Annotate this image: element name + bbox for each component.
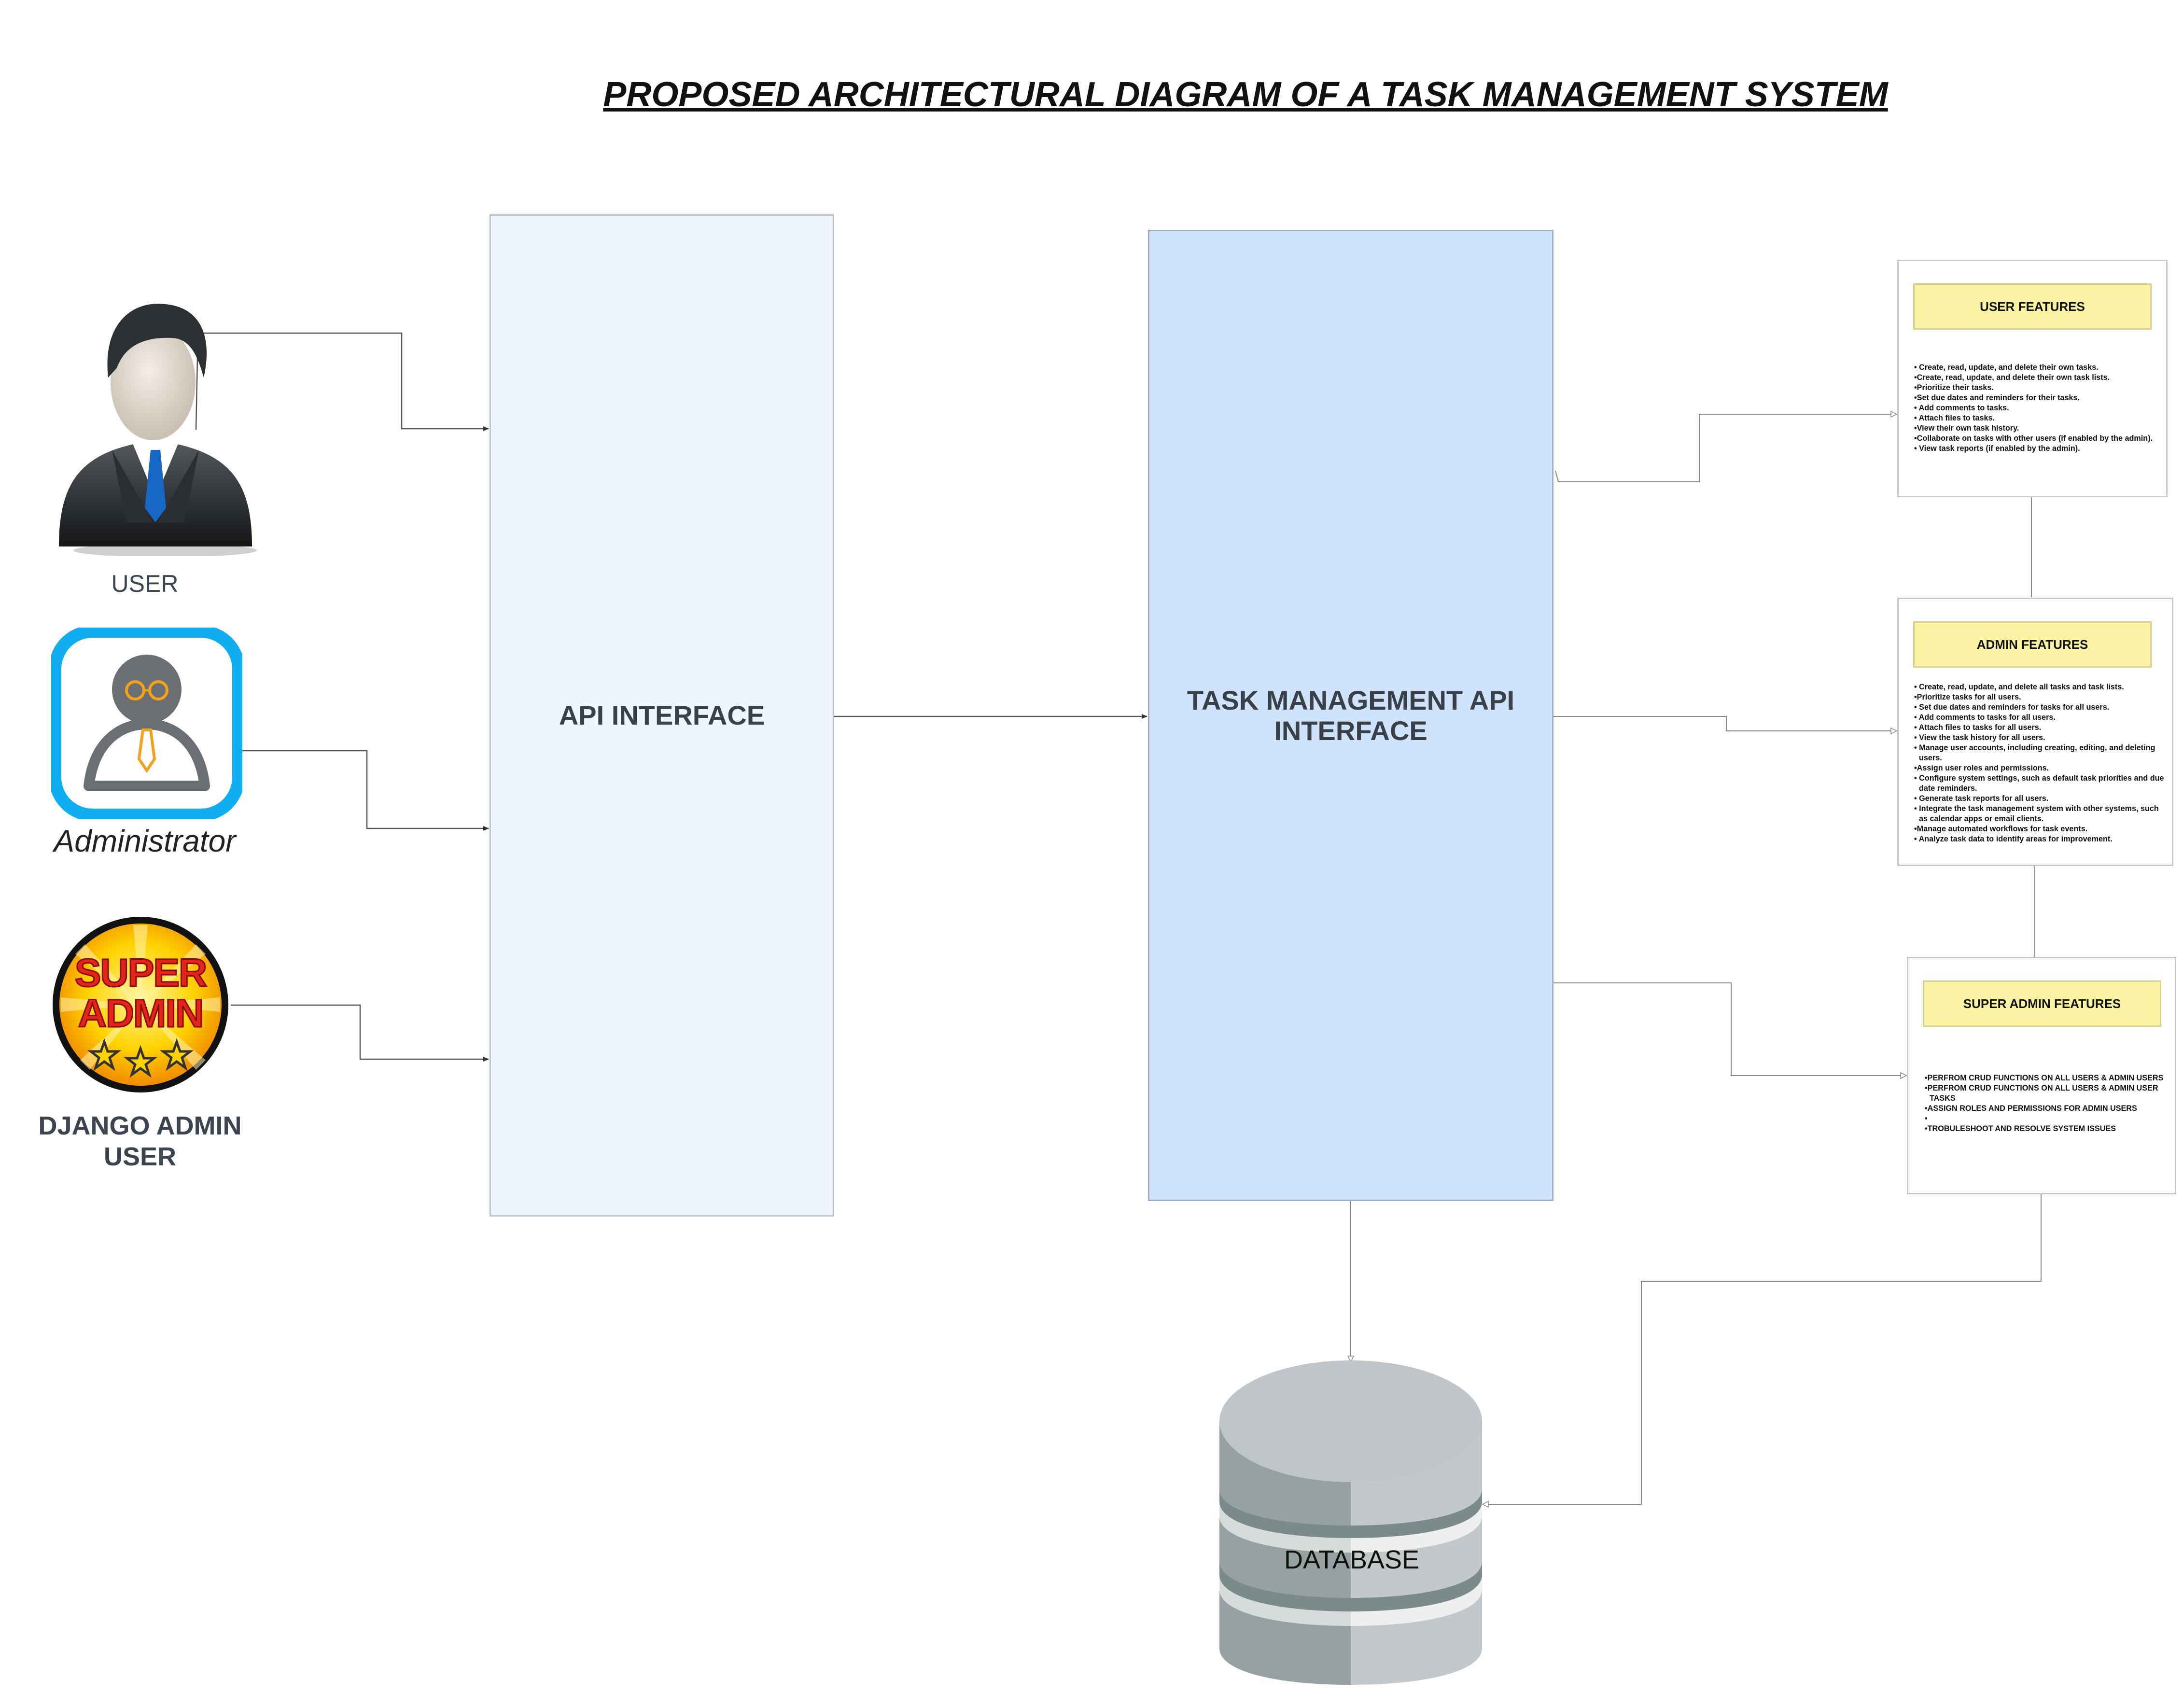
super-badge-text-2: ADMIN — [77, 992, 205, 1036]
user-features-card[interactable]: USER FEATURES Create, read, update, and … — [1897, 260, 2168, 497]
feature-item: Analyze task data to identify areas for … — [1912, 834, 2166, 844]
api-interface-label: API INTERFACE — [559, 700, 765, 731]
admin-features-header: ADMIN FEATURES — [1913, 621, 2152, 668]
connector-superadmin-features-to-database — [1483, 1193, 2042, 1504]
django-admin-label-line1: DJANGO ADMIN — [38, 1111, 242, 1140]
super-admin-features-header: SUPER ADMIN FEATURES — [1923, 980, 2161, 1027]
super-admin-features-card[interactable]: SUPER ADMIN FEATURES PERFROM CRUD FUNCTI… — [1907, 957, 2176, 1194]
feature-item: PERFROM CRUD FUNCTIONS ON ALL USERS & AD… — [1923, 1073, 2164, 1083]
django-admin-label-line2: USER — [103, 1142, 177, 1171]
task-management-api-box[interactable]: TASK MANAGEMENT API INTERFACE — [1148, 230, 1553, 1201]
admin-features-card[interactable]: ADMIN FEATURES Create, read, update, and… — [1897, 598, 2173, 866]
feature-item: Manage automated workflows for task even… — [1912, 824, 2166, 834]
feature-item: Add comments to tasks. — [1912, 403, 2154, 413]
feature-item: Collaborate on tasks with other users (i… — [1912, 434, 2154, 444]
diagram-title: PROPOSED ARCHITECTURAL DIAGRAM OF A TASK… — [603, 75, 1888, 114]
feature-item: Attach files to tasks for all users. — [1912, 723, 2166, 733]
connector-taskapi-to-superadmin-features — [1553, 982, 1906, 1076]
feature-item: PERFROM CRUD FUNCTIONS ON ALL USERS & AD… — [1923, 1083, 2164, 1104]
feature-item: View the task history for all users. — [1912, 733, 2166, 743]
connector-superadmin-to-api — [231, 1004, 489, 1062]
database-cylinder-icon — [1219, 1360, 1482, 1685]
connector-taskapi-to-admin-features — [1553, 716, 1896, 731]
django-admin-user-label: DJANGO ADMIN USER — [19, 1110, 261, 1172]
feature-item: TROBULESHOOT AND RESOLVE SYSTEM ISSUES — [1923, 1124, 2164, 1134]
feature-item: Attach files to tasks. — [1912, 413, 2154, 423]
connector-admin-to-api — [241, 750, 489, 831]
feature-item: Add comments to tasks for all users. — [1912, 713, 2166, 723]
connector-taskapi-to-user-features — [1555, 414, 1896, 482]
administrator-label: Administrator — [54, 824, 236, 858]
feature-item: Create, read, update, and delete their o… — [1912, 373, 2154, 383]
feature-item: Create, read, update, and delete all tas… — [1912, 682, 2166, 692]
super-badge-text-1: SUPER — [74, 951, 208, 995]
user-features-list: Create, read, update, and delete their o… — [1912, 363, 2154, 454]
task-api-label-line1: TASK MANAGEMENT API — [1187, 685, 1515, 715]
feature-item: ASSIGN ROLES AND PERMISSIONS FOR ADMIN U… — [1923, 1104, 2164, 1114]
super-admin-badge-icon: SUPER ADMIN — [51, 915, 230, 1094]
administrator-icon — [51, 628, 242, 819]
feature-item: Set due dates and reminders for their ta… — [1912, 393, 2154, 403]
feature-item: View task reports (if enabled by the adm… — [1912, 444, 2154, 454]
user-label: USER — [111, 570, 179, 597]
connector-user-to-api — [195, 332, 489, 431]
feature-item: Assign user roles and permissions. — [1912, 763, 2166, 773]
feature-item: View their own task history. — [1912, 423, 2154, 434]
admin-features-list: Create, read, update, and delete all tas… — [1912, 682, 2166, 844]
database-label: DATABASE — [1284, 1545, 1420, 1574]
api-interface-box[interactable]: API INTERFACE — [490, 214, 834, 1217]
feature-item: Manage user accounts, including creating… — [1912, 743, 2166, 763]
super-admin-features-list: PERFROM CRUD FUNCTIONS ON ALL USERS & AD… — [1923, 1073, 2164, 1134]
feature-item: Set due dates and reminders for tasks fo… — [1912, 702, 2166, 713]
feature-item: Configure system settings, such as defau… — [1912, 773, 2166, 794]
task-api-label-line2: INTERFACE — [1274, 715, 1427, 746]
user-features-header: USER FEATURES — [1913, 283, 2152, 330]
feature-item: Create, read, update, and delete their o… — [1912, 363, 2154, 373]
feature-item: Prioritize tasks for all users. — [1912, 692, 2166, 702]
feature-item — [1923, 1114, 2164, 1124]
feature-item: Integrate the task management system wit… — [1912, 804, 2166, 824]
feature-item: Generate task reports for all users. — [1912, 794, 2166, 804]
feature-item: Prioritize their tasks. — [1912, 383, 2154, 393]
user-avatar-icon — [59, 304, 257, 556]
